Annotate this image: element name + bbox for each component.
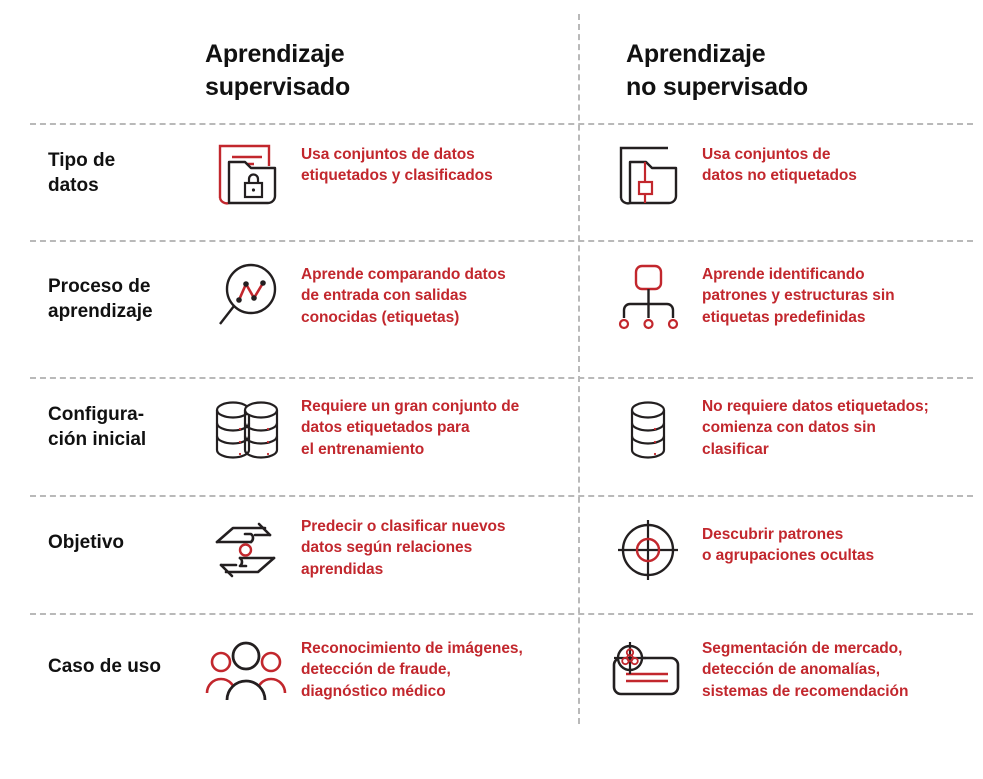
cell-text: Requiere un gran conjunto de datos etiqu…	[301, 398, 520, 458]
cell-supervised-caso-de-uso: Reconocimiento de imágenes, detección de…	[205, 634, 565, 710]
double-database-stack-icon	[205, 392, 289, 468]
cell-supervised-configuracion: Requiere un gran conjunto de datos etiqu…	[205, 392, 565, 468]
cell-unsupervised-tipo-de-datos: Usa conjuntos de datos no etiquetados	[606, 138, 966, 214]
cell-text: Usa conjuntos de datos etiquetados y cla…	[301, 146, 493, 185]
table-row: Objetivo	[0, 498, 983, 612]
cell-unsupervised-configuracion: No requiere datos etiquetados; comienza …	[606, 392, 966, 468]
row-label-tipo-de-datos: Tipo de datos	[48, 150, 116, 197]
cell-supervised-objetivo: Predecir o clasificar nuevos datos según…	[205, 512, 565, 588]
column-header-unsupervised: Aprendizaje no supervisado	[626, 40, 808, 101]
cell-supervised-proceso: Aprende comparando datos de entrada con …	[205, 260, 565, 336]
cell-supervised-tipo-de-datos: Usa conjuntos de datos etiquetados y cla…	[205, 138, 565, 214]
cell-text: Segmentación de mercado, detección de an…	[702, 640, 909, 700]
card-anomaly-target-icon	[606, 634, 690, 710]
row-divider	[30, 495, 973, 497]
folder-lock-icon	[205, 138, 289, 214]
hierarchy-tree-icon	[606, 260, 690, 336]
row-divider	[30, 240, 973, 242]
row-label-caso-de-uso: Caso de uso	[48, 656, 161, 677]
cell-text: Predecir o clasificar nuevos datos según…	[301, 518, 506, 578]
row-label-objetivo: Objetivo	[48, 532, 125, 553]
cell-unsupervised-objetivo: Descubrir patrones o agrupaciones oculta…	[606, 512, 966, 588]
three-people-group-icon	[205, 634, 289, 710]
cell-text: Usa conjuntos de datos no etiquetados	[702, 146, 857, 185]
crosshair-target-icon	[606, 512, 690, 588]
cell-text: Aprende identificando patrones y estruct…	[702, 266, 895, 326]
row-divider	[30, 613, 973, 615]
row-divider	[30, 123, 973, 125]
folder-open-unlabeled-icon	[606, 138, 690, 214]
table-row: Configura- ción inicial	[0, 380, 983, 494]
cell-text: No requiere datos etiquetados; comienza …	[702, 398, 929, 458]
cell-text: Aprende comparando datos de entrada con …	[301, 266, 506, 326]
cell-text: Descubrir patrones o agrupaciones oculta…	[702, 526, 875, 565]
cell-text: Reconocimiento de imágenes, detección de…	[301, 640, 523, 700]
column-header-supervised: Aprendizaje supervisado	[205, 40, 351, 101]
row-label-configuracion-inicial: Configura- ción inicial	[48, 404, 147, 451]
column-headers: Aprendizaje supervisado Aprendizaje no s…	[0, 0, 983, 118]
column-divider	[578, 14, 580, 724]
table-row: Caso de uso Reconocimiento de imágenes, …	[0, 616, 983, 734]
magnifier-linechart-icon	[205, 260, 289, 336]
two-hands-circle-icon	[205, 512, 289, 588]
row-divider	[30, 377, 973, 379]
row-label-proceso-de-aprendizaje: Proceso de aprendizaje	[48, 276, 153, 323]
cell-unsupervised-proceso: Aprende identificando patrones y estruct…	[606, 260, 966, 336]
table-row: Tipo de datos Usa conjuntos de dato	[0, 126, 983, 238]
single-database-stack-icon	[606, 392, 690, 468]
cell-unsupervised-caso-de-uso: Segmentación de mercado, detección de an…	[606, 634, 966, 710]
table-row: Proceso de aprendizaje Aprende comparand…	[0, 242, 983, 376]
